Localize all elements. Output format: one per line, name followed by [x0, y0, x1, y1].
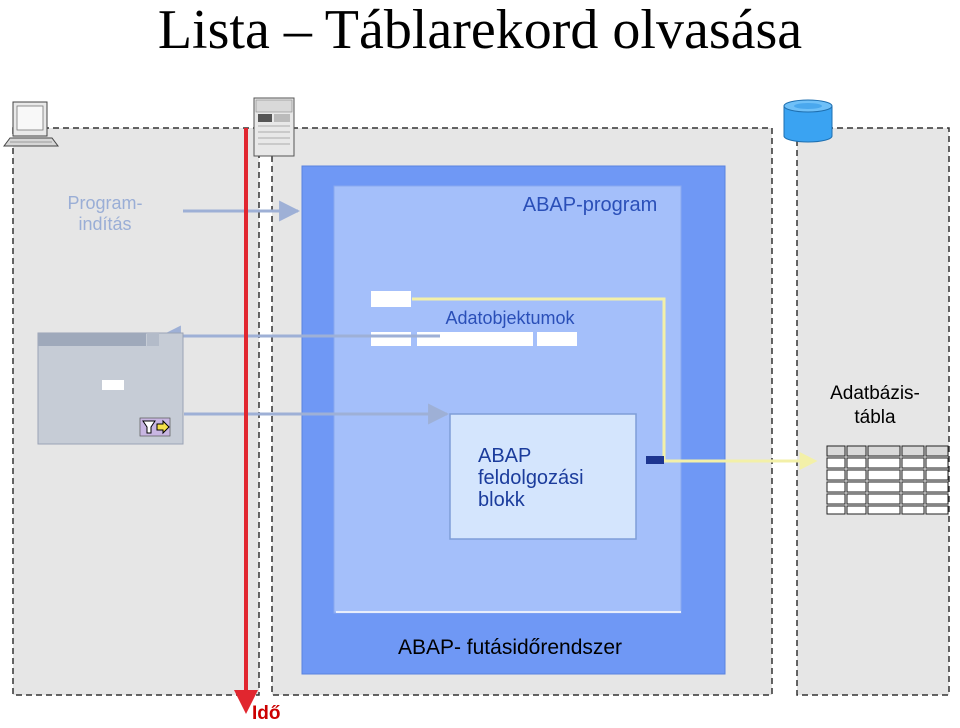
database-table-cell — [826, 481, 846, 493]
processing-block-label: ABAP feldolgozási blokk — [478, 445, 584, 511]
processing-block-box — [449, 413, 637, 540]
database-table-grid — [826, 445, 949, 515]
database-table-label-line2: tábla — [854, 407, 896, 428]
database-table-cell — [826, 445, 846, 457]
database-table-cell — [867, 445, 901, 457]
processing-block-label-line1: ABAP — [478, 445, 532, 467]
database-table-cell — [846, 457, 867, 469]
database-table-cell — [846, 481, 867, 493]
database-table-cell — [925, 457, 949, 469]
data-object-chip-1 — [371, 332, 411, 346]
data-object-chip-header — [371, 291, 411, 307]
page-title: Lista – Táblarekord olvasása — [157, 0, 803, 61]
database-table-cell — [925, 469, 949, 481]
runtime-system-label: ABAP- futásidőrendszer — [397, 636, 623, 659]
database-table-cell — [846, 505, 867, 515]
processing-block-label-line2: feldolgozási — [478, 467, 584, 489]
program-start-label-line1: Program- — [67, 193, 143, 213]
database-table-cell — [867, 469, 901, 481]
data-flow-dark-bar — [646, 456, 664, 464]
database-table-cell — [901, 469, 925, 481]
database-table-cell — [826, 469, 846, 481]
database-table-cell — [925, 493, 949, 505]
abap-program-box — [333, 185, 682, 614]
database-table-cell — [826, 457, 846, 469]
database-table-cell — [867, 505, 901, 515]
data-objects-label: Adatobjektumok — [445, 308, 575, 328]
abap-program-label: ABAP-program — [522, 194, 658, 216]
database-table-cell — [826, 505, 846, 515]
data-object-chip-3 — [537, 332, 577, 346]
filter-arrow-icon — [139, 417, 171, 437]
database-table-cell — [846, 493, 867, 505]
database-table-cell — [826, 493, 846, 505]
processing-block-label-line3: blokk — [478, 489, 525, 511]
database-table-cell — [925, 481, 949, 493]
database-table-cell — [901, 481, 925, 493]
database-table-cell — [901, 505, 925, 515]
database-layer-panel — [796, 127, 950, 696]
workstation-icon — [3, 101, 59, 147]
data-object-chip-2 — [417, 332, 533, 346]
database-table-cell — [901, 445, 925, 457]
database-cylinder-icon — [783, 99, 833, 143]
database-table-cell — [901, 493, 925, 505]
database-table-cell — [846, 469, 867, 481]
database-table-cell — [925, 445, 949, 457]
database-table-cell — [867, 493, 901, 505]
time-label: Idő — [252, 703, 281, 724]
database-table-label-line1: Adatbázis- — [830, 383, 920, 404]
database-table-cell — [867, 457, 901, 469]
data-flow-line — [412, 297, 818, 470]
program-start-label-line2: indítás — [78, 214, 132, 234]
database-table-cell — [846, 445, 867, 457]
database-table-cell — [867, 481, 901, 493]
database-table-label: Adatbázis- tábla — [800, 382, 950, 430]
database-table-cell — [901, 457, 925, 469]
database-table-cell — [925, 505, 949, 515]
server-icon — [253, 97, 295, 157]
program-start-label: Program- indítás — [50, 193, 160, 235]
